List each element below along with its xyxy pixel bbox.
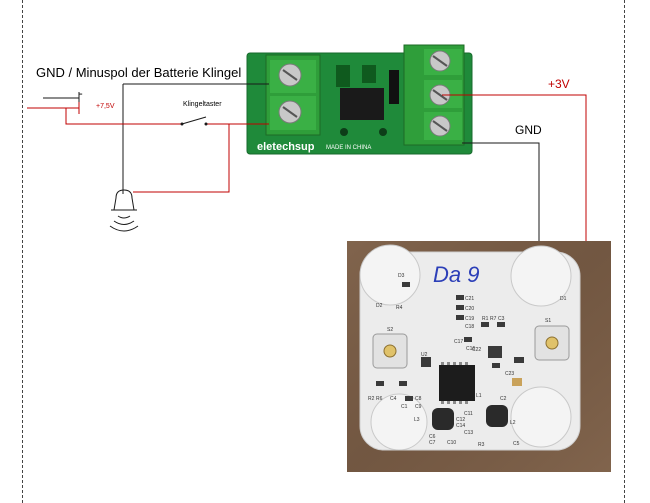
svg-text:C7: C7: [429, 440, 436, 446]
svg-text:C4: C4: [390, 396, 397, 402]
svg-text:C5: C5: [513, 441, 520, 447]
gnd-label: GND: [515, 123, 542, 137]
svg-text:C9: C9: [415, 404, 422, 410]
svg-text:S2: S2: [387, 327, 393, 333]
svg-text:R2: R2: [368, 396, 375, 402]
svg-text:U2: U2: [421, 352, 428, 358]
svg-text:D1: D1: [560, 296, 567, 302]
plus-voltage-label: +7,5V: [96, 103, 115, 110]
svg-text:C14: C14: [456, 423, 465, 429]
plus-3v-label: +3V: [548, 77, 570, 91]
page-margin-left: [22, 0, 23, 503]
svg-text:L1: L1: [476, 393, 482, 399]
svg-text:C10: C10: [447, 440, 456, 446]
svg-text:C11: C11: [464, 411, 473, 417]
doorbell-switch: [180, 116, 208, 126]
pcb-silkscreen: D3 D2 S2 R4 U2 C21 C20 C19 C18 C17 C22 C…: [368, 273, 567, 448]
svg-text:C2: C2: [500, 396, 507, 402]
svg-text:R1: R1: [482, 316, 489, 322]
right-terminal-block: [403, 44, 465, 146]
svg-text:R3: R3: [478, 442, 485, 448]
relay-chip: [336, 65, 399, 136]
svg-text:C3: C3: [498, 316, 505, 322]
svg-text:C21: C21: [465, 296, 474, 302]
button-label: Klingeltaster: [183, 101, 222, 108]
pcb-photo: Da 9 D3 D2 S2 R4 U2 C21 C20 C19 C18 C17 …: [347, 241, 611, 472]
svg-text:D2: D2: [376, 303, 383, 309]
svg-text:R6: R6: [376, 396, 383, 402]
svg-text:D3: D3: [398, 273, 405, 279]
relay-board-origin: MADE IN CHINA: [326, 145, 371, 151]
svg-text:C18: C18: [465, 324, 474, 330]
svg-text:C17: C17: [454, 339, 463, 345]
svg-text:C16: C16: [466, 346, 475, 352]
svg-text:C20: C20: [465, 306, 474, 312]
pcb-handwriting: Da 9: [433, 262, 479, 287]
page-margin-right: [624, 0, 625, 503]
svg-text:C6: C6: [429, 434, 436, 440]
svg-text:L2: L2: [510, 420, 516, 426]
svg-text:R7: R7: [490, 316, 497, 322]
svg-text:C12: C12: [456, 417, 465, 423]
svg-text:C19: C19: [465, 316, 474, 322]
svg-text:R4: R4: [396, 305, 403, 311]
svg-text:C23: C23: [505, 371, 514, 377]
svg-text:S1: S1: [545, 318, 551, 324]
minus-label: -: [79, 88, 83, 100]
left-terminal-block: [265, 54, 321, 136]
svg-text:L3: L3: [414, 417, 420, 423]
svg-text:C1: C1: [401, 404, 408, 410]
relay-board: eletechsup MADE IN CHINA: [246, 44, 473, 155]
svg-text:C22: C22: [472, 347, 481, 353]
svg-text:C8: C8: [415, 396, 422, 402]
relay-board-brand: eletechsup: [257, 141, 315, 153]
gnd-battery-label: GND / Minuspol der Batterie Klingel: [36, 65, 242, 80]
bell-icon: [109, 189, 139, 232]
svg-text:C13: C13: [464, 430, 473, 436]
